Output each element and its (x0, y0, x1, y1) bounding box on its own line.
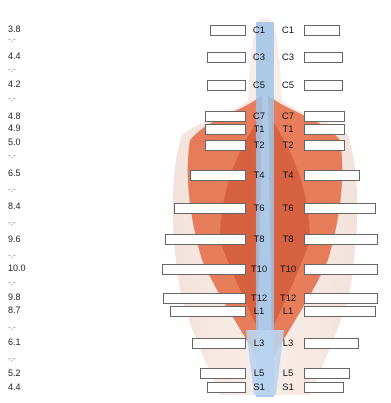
input-box-left-t2[interactable] (205, 140, 246, 151)
back-anatomy-figure: C1 C1 C3 C3 C5 C5 C7 C7 T1 T1 T2 T2 T4 T… (150, 0, 380, 403)
level-label-left-l1: L1 (248, 306, 270, 317)
value-t8: 9.6 (8, 235, 21, 244)
input-box-right-s1[interactable] (304, 382, 344, 393)
level-label-right-l1: L1 (277, 306, 299, 317)
level-label-right-c7: C7 (277, 111, 299, 122)
input-box-right-c5[interactable] (304, 80, 343, 91)
value-c1: 3.8 (8, 25, 21, 34)
level-label-right-c1: C1 (277, 25, 299, 36)
level-label-left-c3: C3 (248, 52, 270, 63)
input-box-right-l3[interactable] (304, 338, 359, 349)
level-label-right-c5: C5 (277, 80, 299, 91)
level-label-left-s1: S1 (248, 382, 270, 393)
input-box-left-t8[interactable] (165, 234, 246, 245)
value-l1: 8.7 (8, 306, 21, 315)
level-label-right-t8: T8 (277, 234, 299, 245)
separator: -.- (8, 252, 16, 260)
value-c5: 4.2 (8, 80, 21, 89)
value-c3: 4.4 (8, 52, 21, 61)
level-label-left-t1: T1 (248, 124, 270, 135)
input-box-right-l1[interactable] (304, 306, 376, 317)
value-l5: 5.2 (8, 369, 21, 378)
value-c7: 4.8 (8, 112, 21, 121)
input-box-left-t6[interactable] (174, 203, 246, 214)
level-label-left-t2: T2 (248, 140, 270, 151)
level-label-left-c1: C1 (248, 25, 270, 36)
input-box-right-c7[interactable] (304, 111, 345, 122)
value-t10: 10.0 (8, 264, 26, 273)
level-label-left-l3: L3 (248, 338, 270, 349)
separator: -.- (8, 66, 16, 74)
level-label-right-l5: L5 (277, 368, 299, 379)
separator: -.- (8, 36, 16, 44)
input-box-right-l5[interactable] (304, 368, 350, 379)
value-t2: 5.0 (8, 138, 21, 147)
level-label-right-t10: T10 (277, 264, 299, 275)
input-box-right-t6[interactable] (304, 203, 376, 214)
value-l3: 6.1 (8, 338, 21, 347)
input-box-right-t1[interactable] (304, 124, 345, 135)
level-label-left-t4: T4 (248, 170, 270, 181)
value-t1: 4.9 (8, 124, 21, 133)
input-box-left-c1[interactable] (210, 25, 246, 36)
input-box-left-l3[interactable] (192, 338, 246, 349)
level-label-right-l3: L3 (277, 338, 299, 349)
level-label-left-c7: C7 (248, 111, 270, 122)
level-label-right-t12: T12 (277, 293, 299, 304)
value-t6: 8.4 (8, 202, 21, 211)
input-box-right-t12[interactable] (304, 293, 378, 304)
level-label-left-t6: T6 (248, 203, 270, 214)
input-box-left-s1[interactable] (207, 382, 246, 393)
level-label-left-t8: T8 (248, 234, 270, 245)
input-box-left-t12[interactable] (163, 293, 246, 304)
level-label-right-t2: T2 (277, 140, 299, 151)
level-label-right-c3: C3 (277, 52, 299, 63)
level-label-right-t1: T1 (277, 124, 299, 135)
separator: -.- (8, 324, 16, 332)
input-box-right-t8[interactable] (304, 234, 378, 245)
level-label-left-t10: T10 (248, 264, 270, 275)
input-box-right-t4[interactable] (304, 170, 360, 181)
level-label-right-t6: T6 (277, 203, 299, 214)
level-label-left-c5: C5 (248, 80, 270, 91)
separator: -.- (8, 186, 16, 194)
input-box-left-c3[interactable] (207, 52, 246, 63)
separator: -.- (8, 279, 16, 287)
level-label-left-t12: T12 (248, 293, 270, 304)
input-box-left-c7[interactable] (205, 111, 246, 122)
level-label-right-s1: S1 (277, 382, 299, 393)
level-label-left-l5: L5 (248, 368, 270, 379)
separator: -.- (8, 219, 16, 227)
level-label-right-t4: T4 (277, 170, 299, 181)
separator: -.- (8, 95, 16, 103)
input-box-left-c5[interactable] (207, 80, 246, 91)
value-s1: 4.4 (8, 383, 21, 392)
value-t12: 9.8 (8, 293, 21, 302)
input-box-left-t10[interactable] (162, 264, 246, 275)
input-box-left-t4[interactable] (190, 170, 246, 181)
separator: -.- (8, 152, 16, 160)
separator: -.- (8, 355, 16, 363)
input-box-right-c3[interactable] (304, 52, 343, 63)
value-t4: 6.5 (8, 169, 21, 178)
input-box-right-t2[interactable] (304, 140, 345, 151)
input-box-left-l5[interactable] (200, 368, 246, 379)
input-box-left-t1[interactable] (205, 124, 246, 135)
input-box-left-l1[interactable] (170, 306, 246, 317)
input-box-right-t10[interactable] (304, 264, 378, 275)
input-box-right-c1[interactable] (304, 25, 340, 36)
